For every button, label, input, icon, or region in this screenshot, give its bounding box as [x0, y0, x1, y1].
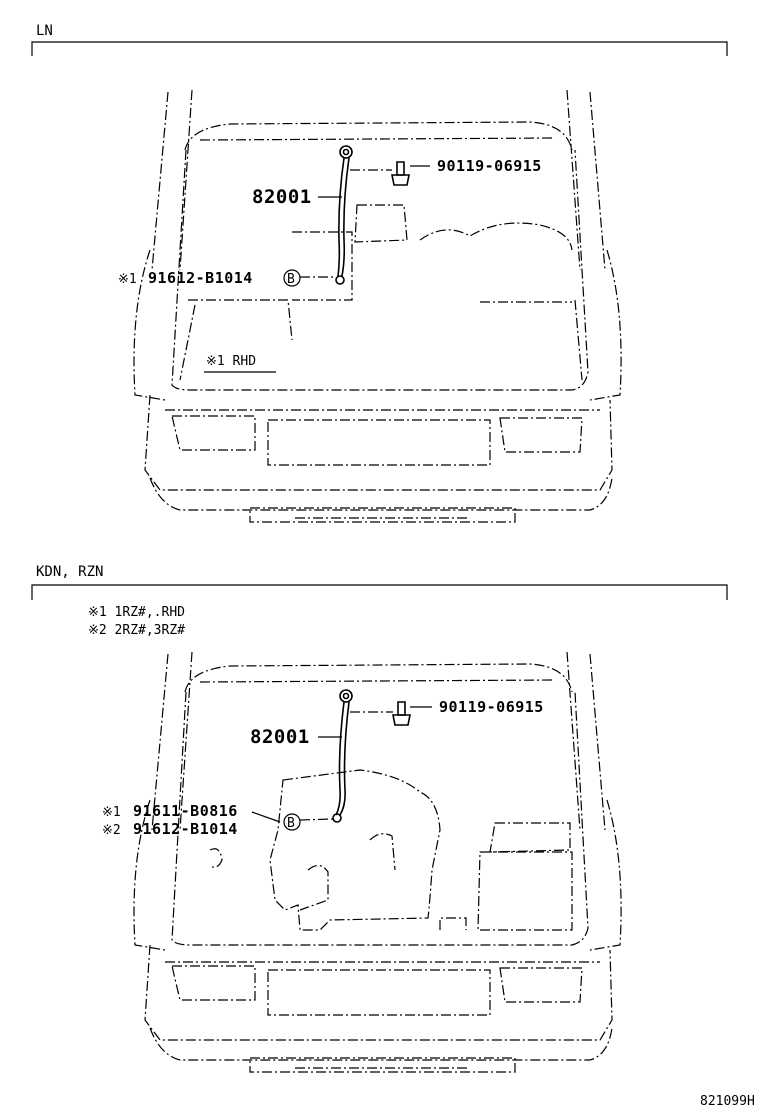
vehicle-front-outline [133, 651, 622, 1073]
note-text: ※1 1RZ#,.RHD [88, 605, 185, 620]
section-ln: LN [31, 23, 728, 523]
note-text: ※2 2RZ#,3RZ# [88, 623, 185, 638]
section-bracket [31, 41, 728, 56]
note-mark: ※1 [118, 272, 137, 287]
section-kdn-rzn: KDN, RZN ※1 1RZ#,.RHD ※2 2RZ#,3RZ# [31, 564, 728, 1073]
section-title: KDN, RZN [36, 564, 103, 580]
bolt-icon [392, 701, 411, 726]
part-number-cable: 82001 [252, 186, 312, 208]
callout-letter: B [287, 816, 295, 831]
part-number-bolt: 90119-06915 [437, 157, 542, 175]
part-number-nut: 91612-B1014 [148, 269, 253, 287]
callout-circle [283, 269, 301, 287]
note-text: ※1 RHD [206, 354, 256, 369]
nut-callout-line [251, 811, 281, 823]
section-bracket [31, 584, 728, 600]
vehicle-front-outline [133, 89, 622, 523]
callout-letter: B [287, 272, 295, 287]
callout-circle [283, 813, 301, 831]
ground-cable-icon [335, 145, 353, 285]
figure-id: 821099H [700, 1094, 755, 1109]
ground-cable-icon [332, 689, 353, 823]
part-number-bolt: 90119-06915 [439, 698, 544, 716]
note-mark: ※1 [102, 805, 121, 820]
part-number-nut1: 91611-B0816 [133, 802, 238, 820]
part-number-cable: 82001 [250, 726, 310, 748]
nut-leader [299, 818, 334, 821]
note-mark: ※2 [102, 823, 121, 838]
part-number-nut2: 91612-B1014 [133, 820, 238, 838]
bolt-icon [391, 161, 410, 186]
section-title: LN [36, 23, 53, 39]
